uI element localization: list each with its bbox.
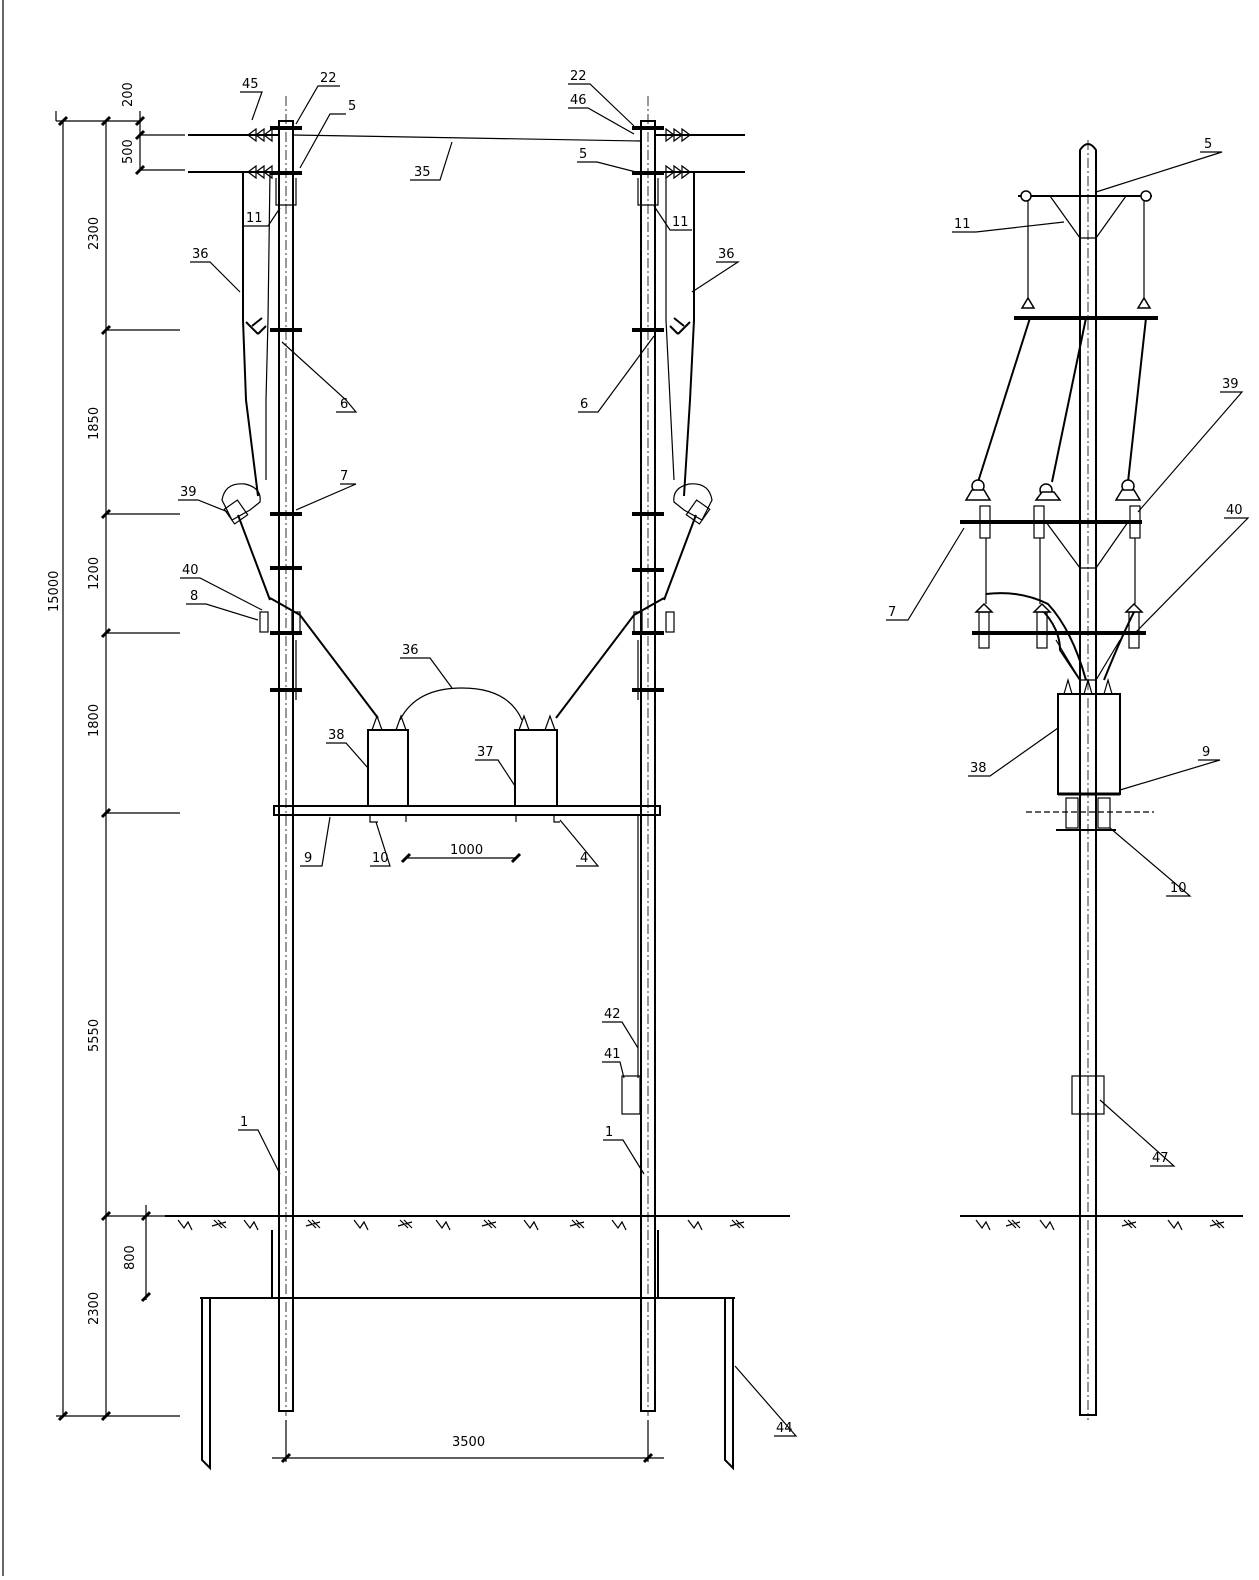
dim-burial: 800	[123, 1245, 138, 1270]
platform-9	[273, 805, 661, 816]
label-22-left: 22	[320, 71, 337, 86]
label-6-right: 6	[580, 397, 588, 412]
side-label-7: 7	[888, 605, 896, 620]
side-label-10: 10	[1170, 881, 1187, 896]
side-transformer-38	[1057, 693, 1121, 795]
pole-brackets	[270, 126, 664, 692]
label-8: 8	[190, 589, 198, 604]
drop-lead-right	[683, 172, 695, 497]
dim-seg-3: 1200	[87, 557, 102, 590]
label-44: 44	[776, 1421, 793, 1436]
label-10: 10	[372, 851, 389, 866]
side-label-9: 9	[1202, 745, 1210, 760]
dim-seg-4: 1800	[87, 704, 102, 737]
label-45: 45	[242, 77, 259, 92]
side-label-40: 40	[1226, 503, 1243, 518]
label-5-left: 5	[348, 99, 356, 114]
label-4: 4	[580, 851, 588, 866]
dim-top-500: 500	[121, 139, 136, 164]
label-36-right: 36	[718, 247, 735, 262]
label-41: 41	[604, 1047, 621, 1062]
fuse-cutout-left	[221, 483, 271, 601]
meter-box-41	[621, 1075, 641, 1115]
label-37: 37	[477, 745, 494, 760]
side-label-5: 5	[1204, 137, 1212, 152]
dim-3500: 3500	[452, 1435, 485, 1450]
dim-total: 15000	[47, 571, 62, 612]
side-label-39: 39	[1222, 377, 1239, 392]
label-7-left: 7	[340, 469, 348, 484]
jumper-36	[399, 687, 523, 721]
connecting-wire	[292, 134, 642, 142]
label-42: 42	[604, 1007, 621, 1022]
side-label-47: 47	[1152, 1151, 1169, 1166]
dimension-chain: 15000 2300 1850 1200 1800 5550 2300 200 …	[47, 82, 185, 1422]
side-fuses	[964, 479, 1142, 539]
label-40-left: 40	[182, 563, 199, 578]
label-38: 38	[328, 728, 345, 743]
dim-seg-5: 5550	[87, 1019, 102, 1052]
side-label-11: 11	[954, 217, 971, 232]
fuse-cutout-right	[663, 483, 713, 601]
label-11-right: 11	[672, 215, 689, 230]
dim-seg-1: 2300	[87, 217, 102, 250]
label-39-left: 39	[180, 485, 197, 500]
side-pole	[1079, 143, 1097, 1416]
label-36-jumper: 36	[402, 643, 419, 658]
side-label-38: 38	[970, 761, 987, 776]
arrester-left	[259, 611, 269, 633]
side-box-47	[1071, 1075, 1105, 1115]
label-5-right: 5	[579, 147, 587, 162]
side-view: 5 11 39 40 7 38 9 10 47	[886, 137, 1250, 1420]
label-22-right: 22	[570, 69, 587, 84]
label-11-left: 11	[246, 211, 263, 226]
dim-1000: 1000	[450, 843, 483, 858]
transformer-37	[514, 729, 558, 807]
label-1-left: 1	[240, 1115, 248, 1130]
label-36-left: 36	[192, 247, 209, 262]
label-9: 9	[304, 851, 312, 866]
label-46: 46	[570, 93, 587, 108]
label-6-left: 6	[340, 397, 348, 412]
arrester-right	[665, 611, 675, 633]
label-1-right: 1	[605, 1125, 613, 1140]
front-view: 1000 3500	[165, 69, 798, 1471]
drop-lead-left	[242, 172, 259, 497]
dim-top-200: 200	[121, 82, 136, 107]
dim-seg-2: 1850	[87, 407, 102, 440]
front-leaders	[178, 83, 798, 1437]
ground-hatch	[177, 1219, 745, 1231]
strain-insulators	[247, 127, 691, 180]
label-35: 35	[414, 165, 431, 180]
transformer-38	[367, 729, 409, 807]
dim-seg-6: 2300	[87, 1292, 102, 1325]
